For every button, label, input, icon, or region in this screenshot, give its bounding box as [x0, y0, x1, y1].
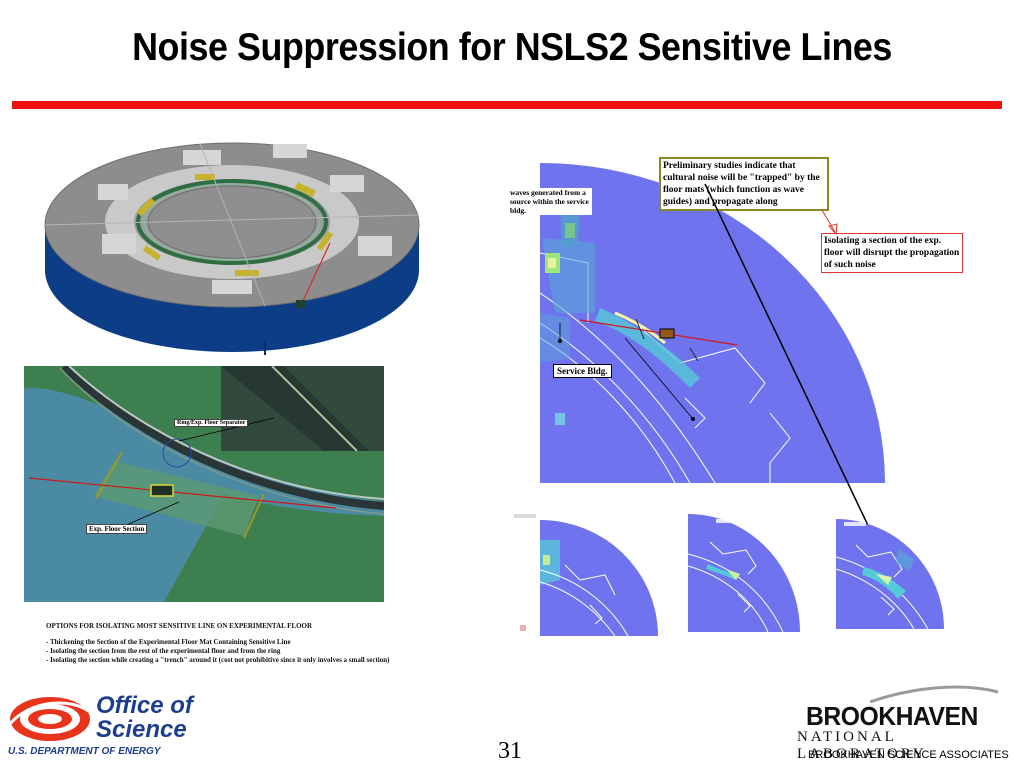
small-plot-2	[688, 514, 800, 632]
office-line: Office of	[96, 692, 193, 719]
doe-label: U.S. DEPARTMENT OF ENERGY	[8, 746, 161, 757]
options-list: OPTIONS FOR ISOLATING MOST SENSITIVE LIN…	[46, 622, 486, 665]
option-item: - Isolating the section while creating a…	[46, 656, 390, 664]
service-bldg-label: Service Bldg.	[553, 364, 612, 378]
brookhaven-associates-label: BROOKHAVEN SCIENCE ASSOCIATES	[808, 749, 1009, 761]
small-plot-3	[836, 519, 944, 629]
science-line: Science	[96, 716, 187, 743]
option-item: - Thickening the Section of the Experime…	[46, 638, 291, 646]
exp-floor-section-label: Exp. Floor Section	[86, 524, 148, 534]
ring-separator-label: Ring/Exp. Floor Separator	[174, 419, 249, 427]
brookhaven-swoosh-icon	[870, 685, 999, 704]
wave-propagation-plot	[540, 163, 885, 483]
options-heading: OPTIONS FOR ISOLATING MOST SENSITIVE LIN…	[46, 622, 313, 630]
national-laboratory-label: NATIONAL LABORATORY	[797, 729, 927, 762]
floor-section-closeup	[24, 366, 384, 602]
isolating-section-note: Isolating a section of the exp. floor wi…	[821, 233, 963, 273]
title-underline	[12, 101, 1002, 109]
waves-note: waves generated from a source within the…	[510, 188, 592, 215]
office-of-science-title: Office of Science	[96, 694, 193, 742]
ring-disk-model	[44, 142, 420, 355]
option-item: - Isolating the section from the rest of…	[46, 647, 281, 655]
office-of-science-logo-icon	[8, 697, 91, 741]
small-plot-1	[510, 510, 658, 636]
brookhaven-wordmark: BROOKHAVEN	[806, 701, 978, 731]
slide-title: Noise Suppression for NSLS2 Sensitive Li…	[132, 26, 892, 69]
preliminary-studies-note: Preliminary studies indicate that cultur…	[659, 157, 829, 211]
page-number: 31	[498, 738, 522, 764]
